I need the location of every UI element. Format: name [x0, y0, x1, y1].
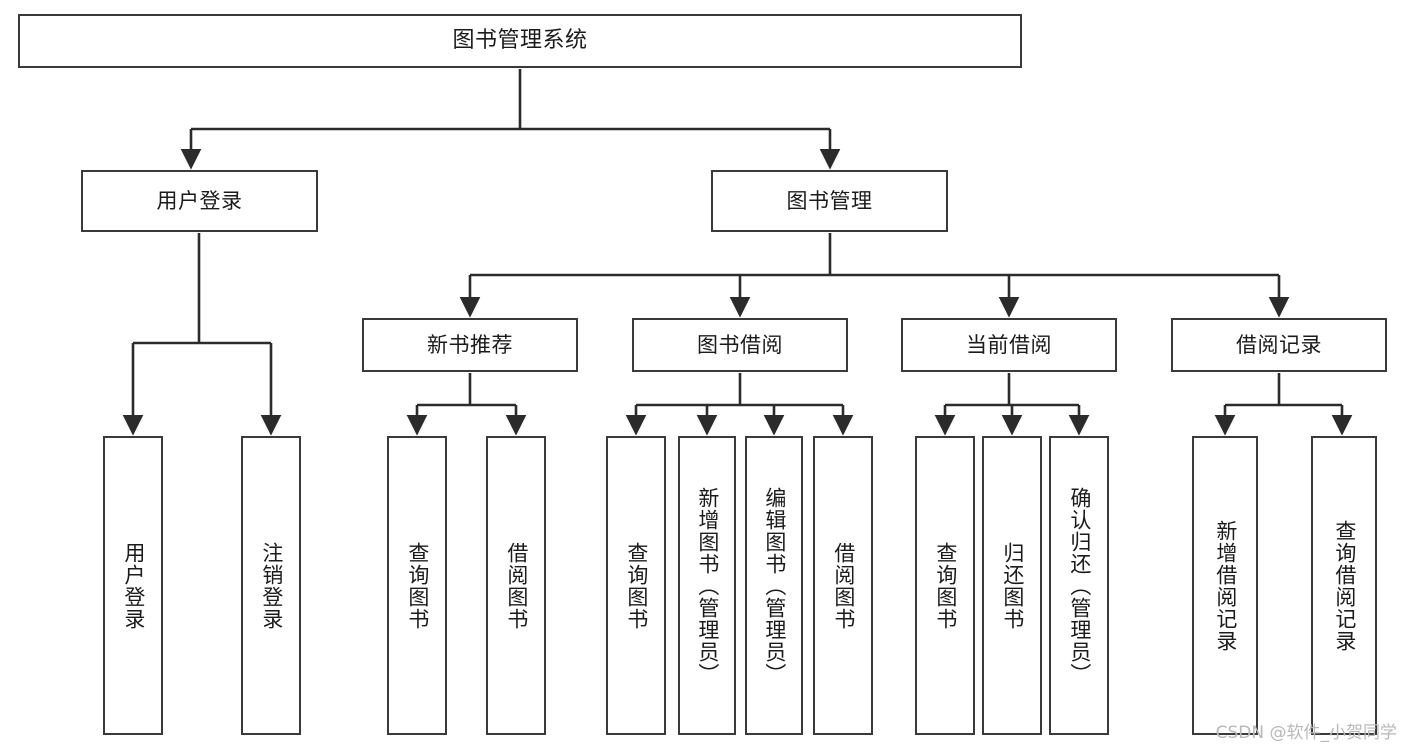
leaf-current-query-book[interactable]: 查询图书 — [915, 436, 975, 735]
node-label: 当前借阅 — [966, 332, 1052, 357]
node-label: 查询图书 — [405, 541, 430, 630]
node-label: 查询借阅记录 — [1332, 519, 1357, 652]
node-user-login[interactable]: 用户登录 — [81, 170, 318, 232]
leaf-recommend-borrow-book[interactable]: 借阅图书 — [486, 436, 546, 735]
node-label: 新增借阅记录 — [1213, 519, 1238, 652]
node-label: 新增图书（管理员） — [695, 486, 720, 685]
leaf-record-query-record[interactable]: 查询借阅记录 — [1311, 436, 1377, 735]
leaf-recommend-query-book[interactable]: 查询图书 — [387, 436, 447, 735]
node-new-book-recommend[interactable]: 新书推荐 — [362, 318, 578, 372]
leaf-user-login-signout[interactable]: 注销登录 — [241, 436, 301, 735]
node-label: 借阅图书 — [504, 541, 529, 630]
node-label: 借阅图书 — [831, 541, 856, 630]
node-label: 归还图书 — [1000, 541, 1025, 630]
leaf-current-confirm-return-admin[interactable]: 确认归还（管理员） — [1049, 436, 1109, 735]
node-label: 确认归还（管理员） — [1067, 486, 1092, 685]
node-label: 新书推荐 — [427, 332, 513, 357]
node-book-borrow[interactable]: 图书借阅 — [632, 318, 848, 372]
node-label: 查询图书 — [933, 541, 958, 630]
node-label: 图书借阅 — [697, 332, 783, 357]
leaf-borrow-edit-book-admin[interactable]: 编辑图书（管理员） — [745, 436, 803, 735]
node-root-system[interactable]: 图书管理系统 — [18, 14, 1022, 68]
leaf-borrow-query-book[interactable]: 查询图书 — [606, 436, 666, 735]
node-label: 注销登录 — [259, 541, 284, 630]
node-label: 查询图书 — [624, 541, 649, 630]
node-label: 借阅记录 — [1236, 332, 1322, 357]
node-current-borrow[interactable]: 当前借阅 — [901, 318, 1117, 372]
leaf-user-login-signin[interactable]: 用户登录 — [103, 436, 163, 735]
leaf-record-add-record[interactable]: 新增借阅记录 — [1192, 436, 1258, 735]
node-book-management[interactable]: 图书管理 — [711, 170, 948, 232]
watermark-credit: CSDN @软件_小贺同学 — [1215, 723, 1397, 743]
leaf-borrow-add-book-admin[interactable]: 新增图书（管理员） — [678, 436, 736, 735]
node-borrow-record[interactable]: 借阅记录 — [1171, 318, 1387, 372]
leaf-borrow-borrow-book[interactable]: 借阅图书 — [813, 436, 873, 735]
node-label: 编辑图书（管理员） — [762, 486, 787, 685]
node-label: 图书管理 — [786, 188, 873, 213]
node-label: 用户登录 — [121, 541, 146, 630]
leaf-current-return-book[interactable]: 归还图书 — [982, 436, 1042, 735]
node-label: 用户登录 — [156, 188, 243, 213]
node-label: 图书管理系统 — [452, 28, 588, 54]
